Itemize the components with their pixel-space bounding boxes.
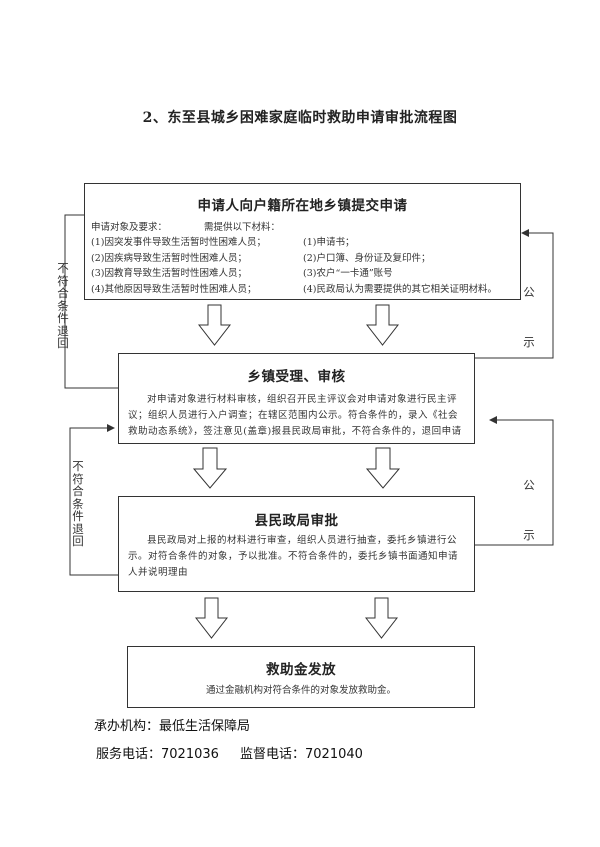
materials-label: 需提供以下材料：: [204, 222, 281, 233]
materials-item: (3)农户“一卡通”账号: [303, 268, 393, 279]
step-township-review-title: 乡镇受理、审核: [247, 369, 346, 385]
materials-item: (4)民政局认为需要提供的其它相关证明材料。: [303, 283, 497, 295]
vertical-char: 符: [57, 273, 69, 288]
service-phone: 服务电话：7021036: [96, 747, 219, 762]
vertical-char: 合: [72, 484, 84, 498]
objects-item: (1)因突发事件导致生活暂时性困难人员；: [91, 237, 266, 248]
agency-line: 承办机构：最低生活保障局: [94, 719, 251, 734]
vertical-char: 条: [72, 496, 84, 511]
step-county-approval-title: 县民政局审批: [254, 513, 339, 529]
supervise-phone: 监督电话：7021040: [240, 747, 363, 762]
down-arrow-2-right: [365, 447, 401, 489]
return-line-2: [69, 424, 118, 576]
notice-line-1: [475, 229, 554, 359]
notice-label-1-a: 公: [523, 285, 535, 299]
vertical-char: 合: [57, 286, 69, 300]
vertical-char: 条: [57, 298, 69, 313]
notice-label-2-b: 示: [523, 528, 535, 542]
down-arrow-1-left: [197, 304, 232, 346]
vertical-char: 不: [72, 459, 84, 473]
step-apply-title: 申请人向户籍所在地乡镇提交申请: [197, 198, 408, 214]
return-label-2: 不符合条件退回: [71, 460, 85, 548]
vertical-char: 回: [57, 336, 69, 350]
objects-item: (3)因教育导致生活暂时性困难人员；: [91, 268, 247, 279]
step-county-approval-box: 县民政局审批 县民政局对上报的材料进行审查，组织人员进行抽查，委托乡镇进行公示。…: [118, 496, 475, 592]
step-disbursement-text: 通过金融机构对符合条件的对象发放救助金。: [205, 685, 396, 696]
step-disbursement-title: 救助金发放: [266, 662, 336, 678]
down-arrow-1-right: [365, 304, 400, 346]
objects-item: (2)因疾病导致生活暂时性困难人员；: [91, 252, 247, 264]
objects-label: 申请对象及要求：: [91, 222, 168, 233]
step-township-review-text: 对申请对象进行材料审核，组织召开民主评议会对申请对象进行民主评议；组织人员进行入…: [128, 394, 462, 437]
down-arrow-2-left: [192, 447, 228, 489]
return-label-1: 不符合条件退回: [56, 262, 70, 350]
vertical-char: 回: [72, 534, 84, 548]
materials-item: (1)申请书；: [303, 237, 355, 248]
step-apply-box: 申请人向户籍所在地乡镇提交申请 申请对象及要求： 需提供以下材料： (1)因突发…: [84, 183, 521, 300]
notice-label-2-a: 公: [523, 478, 535, 492]
step-disbursement-box: 救助金发放 通过金融机构对符合条件的对象发放救助金。: [127, 646, 475, 708]
down-arrow-3-left: [194, 597, 229, 639]
vertical-char: 退: [72, 521, 84, 536]
vertical-char: 件: [72, 509, 84, 523]
down-arrow-3-right: [364, 597, 399, 639]
materials-item: (2)户口簿、身份证及复印件；: [303, 252, 431, 264]
objects-list: (1)因突发事件导致生活暂时性困难人员； (2)因疾病导致生活暂时性困难人员； …: [91, 235, 266, 297]
step-township-review-box: 乡镇受理、审核 对申请对象进行材料审核，组织召开民主评议会对申请对象进行民主评议…: [118, 353, 475, 444]
notice-label-1-b: 示: [523, 335, 535, 349]
step-county-approval-text: 县民政局对上报的材料进行审查，组织人员进行抽查，委托乡镇进行公示。对符合条件的对…: [128, 535, 459, 578]
notice-line-2: [475, 416, 554, 546]
vertical-char: 符: [72, 471, 84, 486]
objects-item: (4)其他原因导致生活暂时性困难人员；: [91, 283, 257, 295]
vertical-char: 不: [57, 261, 69, 275]
materials-list: (1)申请书； (2)户口簿、身份证及复印件； (3)农户“一卡通”账号 (4)…: [303, 235, 497, 297]
page-title: 2、东至县城乡困难家庭临时救助申请审批流程图: [142, 110, 458, 126]
vertical-char: 退: [57, 323, 69, 338]
vertical-char: 件: [57, 311, 69, 325]
